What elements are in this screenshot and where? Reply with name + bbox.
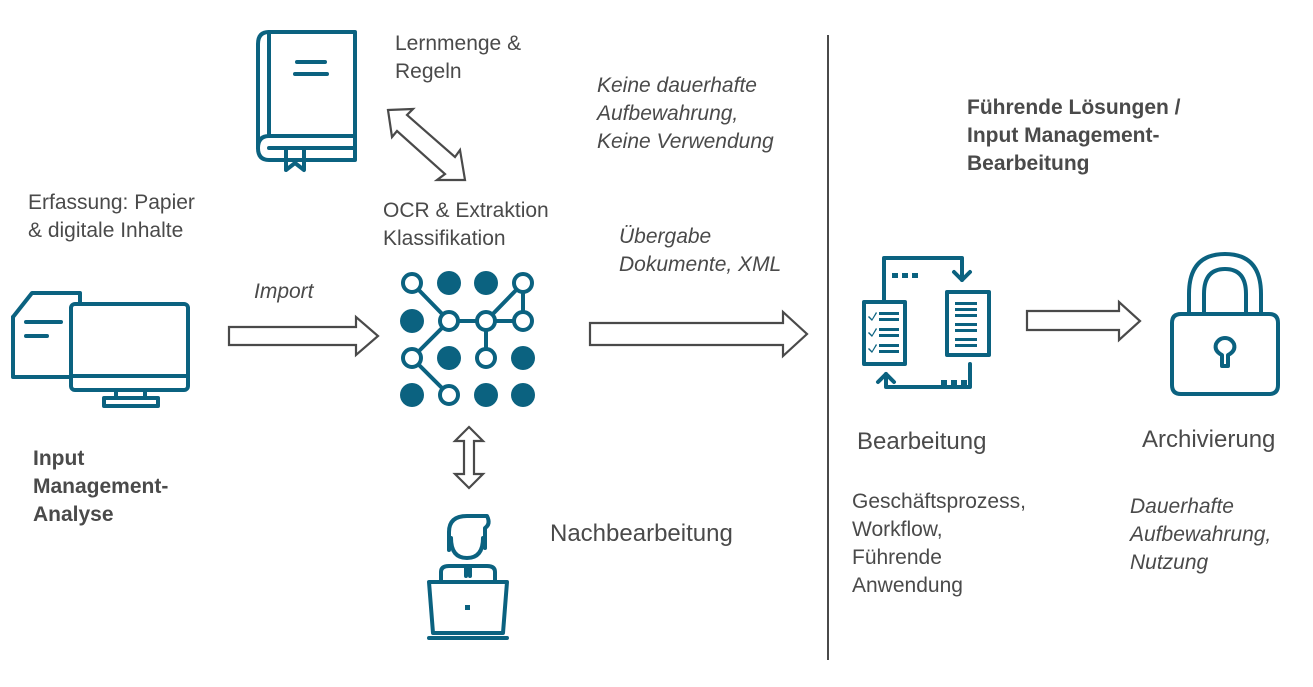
cycle-top-path: [882, 256, 964, 304]
learning-double-arrow: [386, 107, 467, 182]
book-spine-inner: [256, 30, 271, 150]
person-laptop-icon: [427, 514, 509, 640]
no-storage-note: Keine dauerhafte Aufbewahrung, Keine Ver…: [597, 74, 774, 153]
keyhole: [1213, 336, 1237, 368]
laptop-screen: [427, 580, 509, 635]
monitor-screen: [69, 302, 190, 392]
processing-label: Bearbeitung: [857, 428, 987, 455]
cycle-arrow-down: [952, 270, 972, 282]
document-cycle-icon: [862, 256, 991, 389]
postprocessing-label: Nachbearbeitung: [550, 520, 733, 547]
network-hollow-nodes: [401, 272, 534, 406]
cycle-dots-bottom: [941, 380, 967, 385]
lock-body: [1170, 312, 1280, 396]
lock-shackle-outer: [1187, 252, 1263, 316]
archive-arrow: [1025, 299, 1142, 343]
person-collar: [464, 564, 472, 578]
cycle-dots-top: [892, 273, 918, 278]
checklist-document: [862, 300, 907, 366]
archive-label: Archivierung: [1142, 426, 1276, 453]
capture-label: Erfassung: Papier & digitale Inhalte: [28, 191, 195, 242]
cycle-bottom-path: [884, 362, 972, 389]
ocr-label: OCR & Extraktion Klassifikation: [383, 199, 549, 250]
padlock-icon: [1170, 252, 1280, 396]
handover-arrow: [588, 309, 809, 359]
document-outline-lower: [11, 315, 72, 379]
checklist-lines: [868, 312, 899, 353]
section-divider: [827, 35, 829, 660]
laptop-logo: [465, 605, 470, 610]
bookmark: [284, 146, 306, 172]
network-filled-nodes: [400, 271, 535, 407]
neural-network-icon: [400, 271, 535, 407]
lock-shackle-inner: [1202, 267, 1248, 316]
person-face: [449, 536, 485, 560]
result-document-lines: [955, 302, 977, 347]
book-icon: [256, 30, 357, 172]
book-spine: [256, 30, 357, 162]
cycle-arrow-up: [876, 372, 896, 384]
result-document: [945, 290, 991, 357]
postprocessing-double-arrow: [452, 425, 486, 490]
handover-label: Übergabe Dokumente, XML: [619, 225, 782, 276]
processing-details: Geschäftsprozess, Workflow, Führende Anw…: [852, 490, 1026, 597]
import-arrow: [227, 314, 380, 358]
import-label: Import: [254, 280, 314, 303]
monitor-stand: [102, 396, 160, 408]
right-section-title: Führende Lösungen / Input Management- Be…: [967, 96, 1181, 175]
document-monitor-icon: [11, 291, 190, 408]
person-hair: [447, 514, 491, 552]
book-cover: [267, 30, 357, 138]
learning-label: Lernmenge & Regeln: [395, 32, 522, 83]
archive-details: Dauerhafte Aufbewahrung, Nutzung: [1130, 495, 1272, 574]
left-section-title: Input Management- Analyse: [33, 447, 169, 526]
